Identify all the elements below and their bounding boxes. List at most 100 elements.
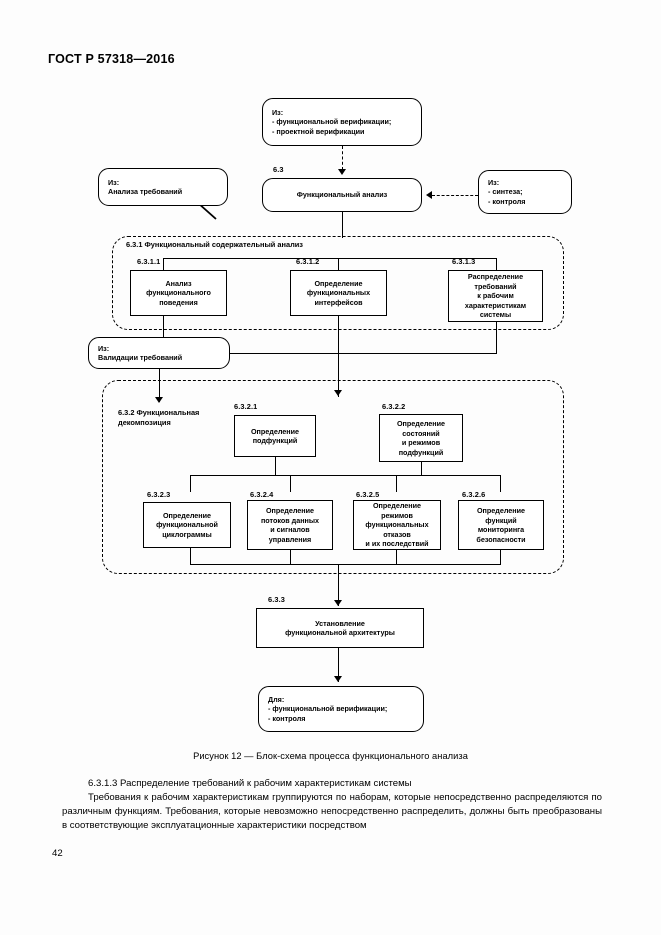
- connector-main-to-631: [342, 212, 343, 238]
- n6311-line3: поведения: [159, 297, 198, 307]
- n6325-line3: функциональных: [365, 520, 429, 530]
- connector-top-to-main: [342, 146, 343, 170]
- output-bottom-line3: - контроля: [268, 713, 306, 723]
- connector-632-to-633: [338, 564, 339, 606]
- tag-6-3-2-3: 6.3.2.3: [147, 490, 171, 499]
- page-number: 42: [52, 848, 63, 859]
- bus-631-top: [163, 258, 496, 259]
- drop-632-c: [396, 475, 397, 492]
- n6312-line2: функциональных: [306, 288, 371, 298]
- n6324-line4: управления: [268, 534, 312, 544]
- arrow-632-to-633: [334, 600, 342, 606]
- group-632-container: [102, 380, 564, 574]
- input-right-line3: - контроля: [488, 196, 526, 206]
- n633-line1: Установление: [315, 618, 365, 628]
- n6325-line4: отказов: [383, 529, 411, 539]
- tag-6-3-1-3: 6.3.1.3: [452, 257, 476, 266]
- input-left-line2: Анализа требований: [108, 187, 183, 196]
- bus-632-mid: [190, 475, 500, 476]
- node-6-3-2-5: Определение режимов функциональных отказ…: [353, 500, 441, 550]
- n6312-line3: интерфейсов: [314, 297, 363, 307]
- n6325-line1: Определение: [372, 501, 422, 511]
- n6323-line1: Определение: [162, 510, 212, 520]
- node-input-left: Из: Анализа требований: [98, 168, 228, 206]
- n6325-line5: и их последствий: [365, 539, 429, 549]
- n6311-line2: функционального: [146, 288, 211, 298]
- input-validation-line1: Из:: [98, 343, 110, 353]
- input-right-line1: Из:: [488, 177, 500, 187]
- n6325-line2: режимов: [381, 510, 413, 520]
- input-left-line1: Из:: [108, 177, 120, 187]
- input-top-line1: Из:: [272, 107, 284, 117]
- node-output-bottom: Для: - функциональной верификации; - кон…: [258, 686, 424, 732]
- rise-631-2: [338, 316, 339, 354]
- drop-632-b: [290, 475, 291, 492]
- rise-632-b: [290, 550, 291, 565]
- n6326-line3: мониторинга: [477, 525, 525, 534]
- group-631-label: 6.3.1 Функциональный содержательный анал…: [126, 240, 303, 249]
- n6321-line1: Определение: [250, 426, 300, 436]
- bus-632-bottom: [190, 564, 500, 565]
- node-main-process: Функциональный анализ: [262, 178, 422, 212]
- node-6-3-1-3: Распределение требований к рабочим харак…: [448, 270, 543, 322]
- input-top-line2: - функциональной верификации;: [272, 117, 392, 127]
- n6313-line3: к рабочим: [477, 291, 514, 301]
- tag-6-3-2-5: 6.3.2.5: [356, 490, 380, 499]
- connector-633-to-output: [338, 648, 339, 682]
- arrow-validation-into-632: [155, 397, 163, 403]
- tag-6-3-1-2: 6.3.1.2: [296, 257, 320, 266]
- node-6-3-2-6: Определение функций мониторинга безопасн…: [458, 500, 544, 550]
- drop-631-1: [163, 258, 164, 274]
- tag-6-3: 6.3: [273, 165, 284, 174]
- rise-632-d: [500, 550, 501, 565]
- node-input-validation: Из: Валидации требований: [88, 337, 230, 369]
- n6324-line1: Определение: [265, 506, 315, 515]
- body-paragraph: Требования к рабочим характеристикам гру…: [62, 791, 602, 831]
- figure-caption: Рисунок 12 — Блок-схема процесса функцио…: [193, 751, 468, 761]
- connector-631-to-632: [338, 353, 339, 397]
- group-632-label: 6.3.2 Функциональная декомпозиция: [118, 408, 200, 427]
- n633-line2: функциональной архитектуры: [285, 628, 395, 637]
- tag-6-3-2-2: 6.3.2.2: [382, 402, 406, 411]
- main-process-title: Функциональный анализ: [296, 190, 388, 200]
- tag-6-3-3: 6.3.3: [268, 595, 285, 604]
- tag-6-3-1-1: 6.3.1.1: [137, 257, 161, 266]
- n6323-line2: функциональной: [156, 520, 218, 530]
- output-bottom-line2: - функциональной верификации;: [268, 704, 388, 714]
- node-6-3-3: Установление функциональной архитектуры: [256, 608, 424, 648]
- n6326-line4: безопасности: [476, 534, 526, 544]
- tag-6-3-2-4: 6.3.2.4: [250, 490, 274, 499]
- n6312-line1: Определение: [314, 278, 363, 288]
- body-text-block: 6.3.1.3 Распределение требований к рабоч…: [62, 777, 602, 833]
- node-6-3-2-2: Определение состояний и режимов подфункц…: [379, 414, 463, 462]
- bus-631-bottom: [163, 353, 496, 354]
- n6322-line4: подфункций: [398, 447, 444, 457]
- n6326-line1: Определение: [476, 506, 526, 515]
- n6313-line4: характеристикам: [464, 300, 527, 310]
- drop-6321-to-bus: [275, 457, 276, 476]
- n6323-line3: циклограммы: [162, 529, 212, 539]
- figure-12-flowchart: Из: - функциональной верификации; - прое…: [0, 90, 661, 750]
- rise-631-3: [496, 322, 497, 354]
- node-6-3-2-4: Определение потоков данных и сигналов уп…: [247, 500, 333, 550]
- node-6-3-2-1: Определение подфункций: [234, 415, 316, 457]
- arrow-right-to-main: [426, 191, 432, 199]
- arrow-631-to-632: [334, 390, 342, 396]
- drop-631-2: [338, 258, 339, 274]
- n6326-line2: функций: [485, 515, 517, 525]
- drop-632-d: [500, 475, 501, 492]
- drop-632-a: [190, 475, 191, 492]
- n6313-line5: системы: [479, 310, 512, 320]
- n6322-line3: и режимов: [401, 438, 441, 447]
- n6321-line2: подфункций: [252, 436, 298, 445]
- input-validation-line2: Валидации требований: [98, 353, 183, 362]
- n6322-line2: состояний: [402, 428, 440, 438]
- node-6-3-2-3: Определение функциональной циклограммы: [143, 502, 231, 548]
- arrow-top-to-main: [338, 169, 346, 175]
- n6313-line2: требований: [474, 281, 517, 291]
- standard-header: ГОСТ Р 57318—2016: [48, 52, 175, 66]
- arrow-633-to-output: [334, 676, 342, 682]
- body-heading: 6.3.1.3 Распределение требований к рабоч…: [88, 778, 412, 789]
- rise-631-1: [163, 316, 164, 354]
- node-input-top: Из: - функциональной верификации; - прое…: [262, 98, 422, 146]
